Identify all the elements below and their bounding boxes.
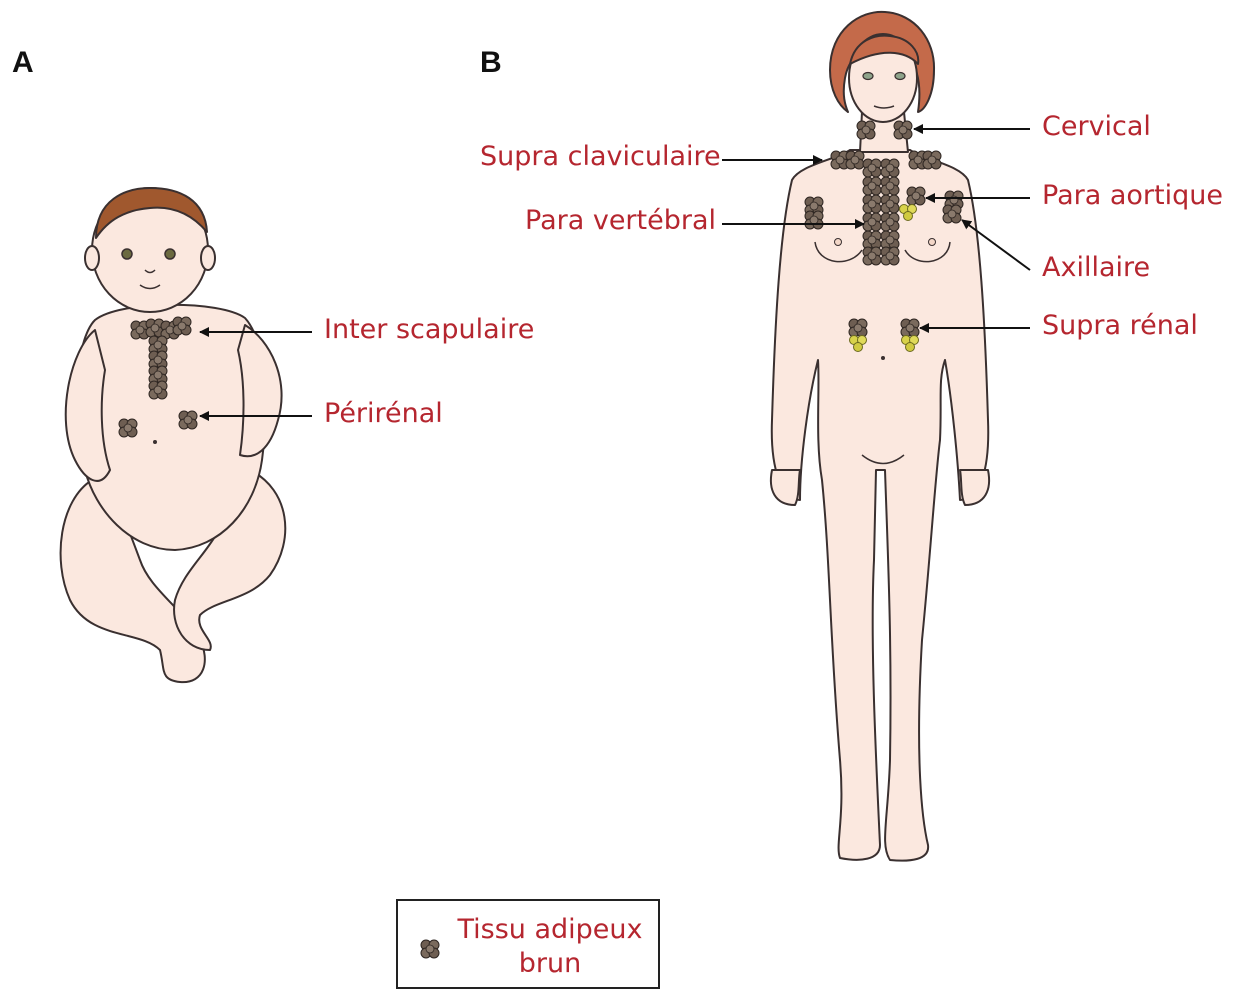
label-axillaire: Axillaire — [1042, 254, 1150, 281]
adult-navel — [881, 356, 885, 360]
baby-left-ear — [85, 246, 99, 270]
legend: Tissu adipeux brun — [396, 899, 660, 989]
label-cervical: Cervical — [1042, 113, 1151, 140]
baby-right-ear — [201, 246, 215, 270]
label-perirenal: Périrénal — [324, 400, 443, 427]
adult-brown-fat-axillary — [943, 191, 963, 223]
baby-navel — [153, 440, 157, 444]
adult-left-hand — [771, 470, 800, 505]
adult-figure — [771, 12, 989, 861]
baby-left-eye — [122, 249, 132, 259]
adult-left-nipple — [835, 239, 842, 246]
adult-right-nipple — [929, 239, 936, 246]
adult-right-hand — [960, 470, 989, 505]
label-supra-claviculaire: Supra claviculaire — [480, 143, 721, 170]
label-inter-scapulaire: Inter scapulaire — [324, 316, 534, 343]
label-para-aortique: Para aortique — [1042, 182, 1223, 209]
adult-left-eye — [863, 73, 873, 80]
legend-label: Tissu adipeux brun — [450, 913, 650, 981]
brown-fat-icon — [412, 931, 452, 971]
baby-right-eye — [165, 249, 175, 259]
label-para-vertebral: Para vertébral — [525, 207, 716, 234]
legend-line-2: brun — [450, 947, 650, 981]
baby-right-arm — [238, 325, 282, 456]
adult-right-eye — [895, 73, 905, 80]
baby-figure — [61, 188, 286, 682]
label-supra-renal: Supra rénal — [1042, 312, 1198, 339]
legend-line-1: Tissu adipeux — [450, 913, 650, 947]
